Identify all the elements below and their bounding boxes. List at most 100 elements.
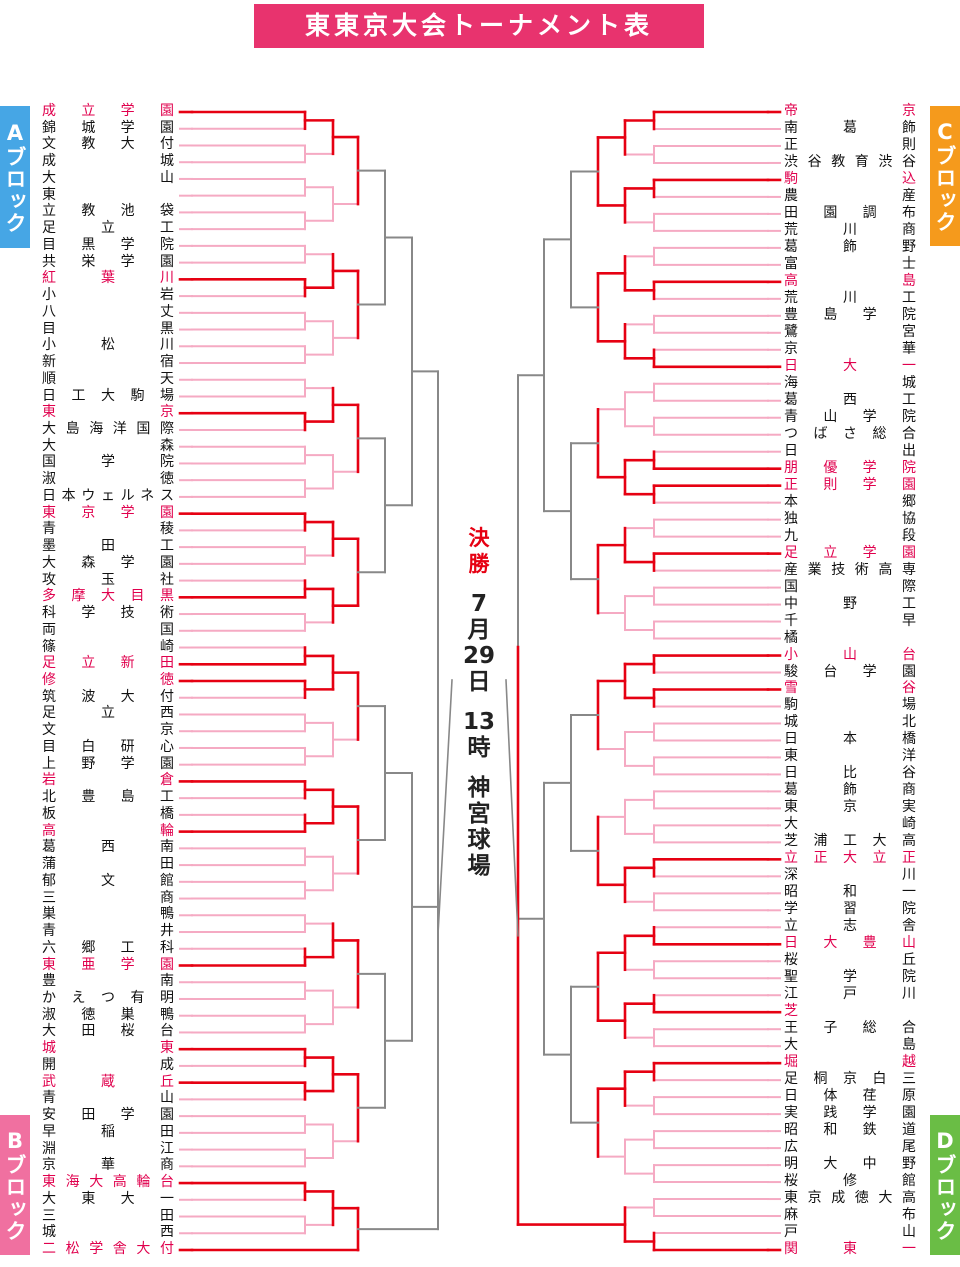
right-team-12: 荒川工	[784, 289, 916, 306]
left-team-50: 青井	[42, 923, 174, 940]
right-team-33: 小山台	[784, 646, 916, 663]
right-team-17: 海城	[784, 374, 916, 391]
right-team-9: 葛飾野	[784, 238, 916, 255]
left-team-58: 開成	[42, 1056, 174, 1073]
page-title: 東東京大会トーナメント表	[254, 4, 704, 48]
right-team-38: 日本橋	[784, 731, 916, 748]
left-team-43: 板橋	[42, 805, 174, 822]
right-team-3: 正則	[784, 136, 916, 153]
right-team-65: 東京成徳大高	[784, 1190, 916, 1207]
final-label-2: 勝	[468, 552, 490, 576]
right-team-22: 朋優学院	[784, 459, 916, 476]
left-team-29: 攻玉社	[42, 571, 174, 588]
right-team-10: 富士	[784, 255, 916, 272]
left-team-41: 岩倉	[42, 772, 174, 789]
left-team-44: 高輪	[42, 822, 174, 839]
right-team-27: 足立学園	[784, 544, 916, 561]
right-team-56: 大島	[784, 1037, 916, 1054]
left-team-22: 国学院	[42, 454, 174, 471]
block-b-tab: Bブロック	[0, 1115, 30, 1255]
right-team-54: 芝	[784, 1003, 798, 1020]
left-team-25: 東京学園	[42, 504, 174, 521]
right-team-23: 正則学園	[784, 476, 916, 493]
right-team-15: 京華	[784, 340, 916, 357]
left-team-9: 目黒学院	[42, 236, 174, 253]
left-team-26: 青稜	[42, 521, 174, 538]
right-team-13: 豊島学院	[784, 306, 916, 323]
right-team-35: 雪谷	[784, 680, 916, 697]
final-venue-1: 神	[467, 775, 491, 801]
right-team-49: 立志舎	[784, 918, 916, 935]
right-team-45: 立正大立正	[784, 850, 916, 867]
right-team-18: 葛西工	[784, 391, 916, 408]
left-team-67: 三田	[42, 1207, 174, 1224]
left-team-35: 修徳	[42, 672, 174, 688]
right-team-53: 江戸川	[784, 986, 916, 1003]
left-team-6: 東	[42, 186, 56, 203]
left-team-28: 大森学園	[42, 554, 174, 571]
left-team-66: 大東大一	[42, 1190, 174, 1207]
right-team-20: つばさ総合	[784, 425, 916, 442]
right-team-60: 実践学園	[784, 1105, 916, 1122]
final-info: 決 勝 7 月 29 日 13 時 神 宮 球 場	[452, 525, 506, 879]
left-team-7: 立教池袋	[42, 203, 174, 220]
right-team-44: 芝浦工大高	[784, 833, 916, 850]
left-team-63: 淵江	[42, 1140, 174, 1157]
left-team-53: 豊南	[42, 973, 174, 990]
right-team-66: 麻布	[784, 1207, 916, 1224]
right-team-51: 桜丘	[784, 952, 916, 969]
left-team-30: 多摩大目黒	[42, 588, 174, 605]
left-final-line	[437, 679, 453, 935]
left-team-1: 成立学園	[42, 103, 174, 119]
left-team-46: 蒲田	[42, 856, 174, 873]
left-team-65: 東海大高輪台	[42, 1174, 174, 1191]
right-team-1: 帝京	[784, 103, 916, 119]
right-team-25: 独協	[784, 510, 916, 527]
right-final-line	[505, 679, 519, 937]
left-team-3: 文教大付	[42, 136, 174, 153]
left-team-11: 紅葉川	[42, 270, 174, 287]
left-team-33: 篠崎	[42, 638, 174, 655]
right-team-2: 南葛飾	[784, 119, 916, 136]
right-team-11: 高島	[784, 272, 916, 289]
final-day-unit: 日	[467, 669, 491, 695]
right-team-19: 青山学院	[784, 408, 916, 425]
right-team-62: 広尾	[784, 1139, 916, 1156]
right-team-37: 城北	[784, 714, 916, 731]
right-team-47: 昭和一	[784, 884, 916, 901]
right-team-46: 深川	[784, 867, 916, 884]
left-team-47: 郁文館	[42, 872, 174, 889]
left-team-55: 淑徳巣鴨	[42, 1006, 174, 1023]
left-team-8: 足立工	[42, 220, 174, 237]
left-team-36: 筑波大付	[42, 688, 174, 705]
right-team-5: 駒込	[784, 170, 916, 187]
right-team-26: 九段	[784, 527, 916, 544]
right-team-68: 関東一	[784, 1241, 916, 1257]
right-team-4: 渋谷教育渋谷	[784, 153, 916, 170]
right-team-52: 聖学院	[784, 969, 916, 986]
right-team-55: 王子総合	[784, 1020, 916, 1037]
left-team-10: 共栄学園	[42, 253, 174, 270]
left-team-48: 三商	[42, 889, 174, 906]
right-team-8: 荒川商	[784, 221, 916, 238]
left-team-31: 科学技術	[42, 605, 174, 622]
right-team-43: 大崎	[784, 816, 916, 833]
right-team-61: 昭和鉄道	[784, 1122, 916, 1139]
right-team-67: 戸山	[784, 1224, 916, 1240]
left-team-49: 巣鴨	[42, 906, 174, 923]
left-team-40: 上野学園	[42, 755, 174, 772]
left-team-38: 文京	[42, 722, 174, 739]
right-team-28: 産業技術高専	[784, 561, 916, 578]
left-team-54: かえつ有明	[42, 989, 174, 1006]
right-team-63: 明大中野	[784, 1156, 916, 1173]
right-team-42: 東京実	[784, 799, 916, 816]
left-team-69: 二松学舎大付	[42, 1241, 174, 1257]
left-team-5: 大山	[42, 169, 174, 186]
left-team-61: 安田学園	[42, 1107, 174, 1124]
right-team-7: 田園調布	[784, 204, 916, 221]
left-team-52: 東亜学園	[42, 956, 174, 973]
right-team-50: 日大豊山	[784, 935, 916, 952]
left-team-60: 青山	[42, 1090, 174, 1107]
left-team-13: 八丈	[42, 303, 174, 320]
